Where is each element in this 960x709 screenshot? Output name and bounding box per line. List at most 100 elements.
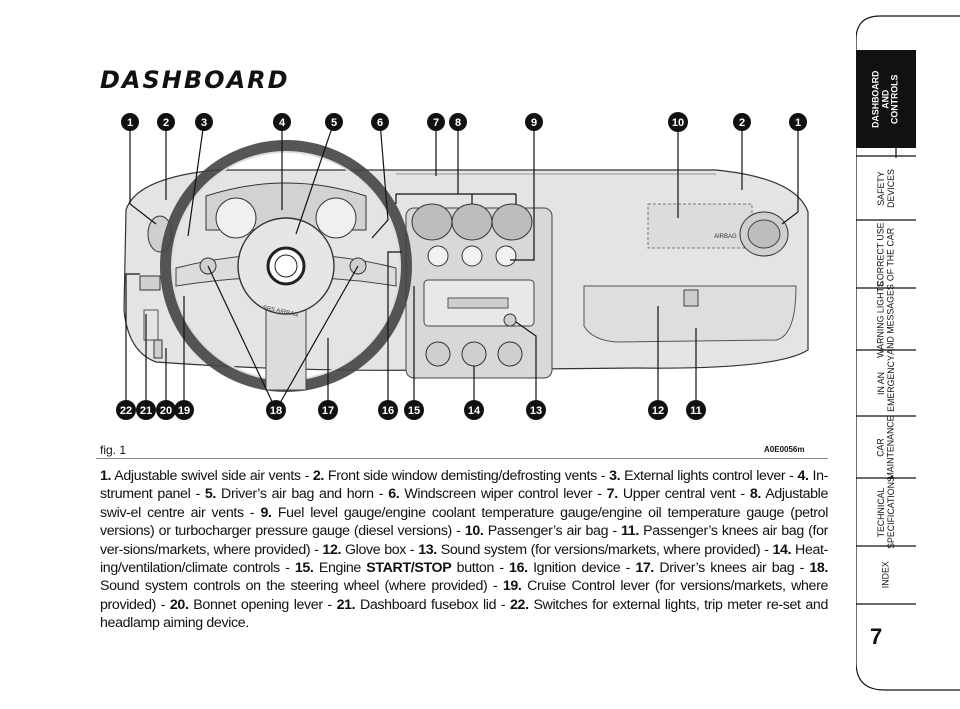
callout-top-9: 9 (525, 113, 543, 131)
tab-car-maintenance[interactable]: CAR MAINTENANCE (856, 414, 916, 480)
legend-text: Adjustable swiv-el centre air vents - (100, 486, 828, 521)
legend-num: 3. (609, 468, 621, 484)
callout-bottom-15: 15 (404, 400, 424, 420)
legend-text: Windscreen wiper control lever - (404, 486, 607, 503)
tab-label: CORRECT USE OF THE CAR (875, 222, 896, 286)
figure-code: A0E0056m (764, 445, 805, 454)
svg-text:11: 11 (690, 405, 702, 417)
tab-label: CAR MAINTENANCE (875, 414, 896, 480)
legend-num: 13. (418, 541, 437, 558)
svg-text:10: 10 (672, 117, 684, 129)
light-switches (139, 275, 161, 291)
callout-bottom-17: 17 (318, 400, 338, 420)
callout-bottom-19: 19 (174, 400, 194, 420)
center-gauges (427, 245, 517, 267)
figure-divider (96, 458, 828, 459)
tab-technical-specifications[interactable]: TECHNICAL SPECIFICATIONS (856, 476, 916, 549)
svg-text:1: 1 (795, 117, 801, 129)
legend-text: Driver’s knees air bag - (659, 560, 810, 577)
climate-controls (425, 341, 523, 367)
legend-text: button - (451, 560, 510, 577)
legend-text: Adjustable swivel side air vents - (114, 468, 313, 484)
callout-top-4: 4 (273, 113, 291, 131)
legend-num: 14. (772, 541, 792, 558)
tab-label: WARNING LIGHTS AND MESSAGES (875, 280, 896, 358)
legend-num: 5. (204, 486, 216, 503)
page-number: 7 (870, 624, 883, 649)
tab-correct-use[interactable]: CORRECT USE OF THE CAR (856, 222, 916, 286)
legend-text: Passenger’s knees air bag (for ver-sions… (100, 523, 829, 558)
legend-num: 12. (322, 541, 342, 558)
legend-num: 11. (621, 523, 639, 540)
tab-safety-devices[interactable]: SAFETY DEVICES (856, 158, 916, 218)
legend-text: Cruise Control lever (for versions/marke… (100, 578, 828, 613)
callout-top-10: 10 (668, 112, 688, 132)
legend-num: 6. (388, 486, 400, 503)
legend-paragraph: 1. Adjustable swivel side air vents - 2.… (100, 467, 828, 633)
callout-bottom-14: 14 (464, 400, 484, 420)
tab-in-an-emergency[interactable]: IN AN EMERGENCY (856, 352, 916, 414)
legend-num: 16. (509, 560, 528, 577)
leader-lines (125, 121, 799, 411)
svg-text:18: 18 (270, 405, 282, 417)
svg-text:13: 13 (530, 405, 542, 417)
dashboard-illustration: AIRBAG SRS AIRBAG (116, 112, 809, 420)
callout-top-6: 6 (371, 113, 389, 131)
airbag-label: AIRBAG (714, 234, 737, 240)
callout-bottom-16: 16 (378, 400, 398, 420)
svg-text:16: 16 (382, 405, 394, 417)
callout-top-8: 8 (449, 113, 467, 131)
svg-text:2: 2 (739, 117, 745, 129)
legend-num: 8. (749, 486, 761, 503)
figure-caption: fig. 1 (100, 443, 127, 457)
legend-text: Sound system (for versions/markets, wher… (440, 541, 773, 558)
legend-text: Ignition device - (533, 560, 636, 577)
svg-text:14: 14 (468, 405, 481, 417)
svg-text:15: 15 (408, 405, 420, 417)
legend-text: Engine (318, 560, 367, 577)
legend-num: 20. (169, 596, 189, 613)
passenger-airbag-panel (647, 203, 753, 249)
svg-text:19: 19 (178, 405, 190, 417)
tab-label: SAFETY DEVICES (875, 168, 896, 208)
legend-text: Upper central vent - (622, 486, 750, 503)
glove-box (583, 285, 797, 343)
legend-text: Fuel level gauge/engine coolant temperat… (100, 504, 828, 540)
callout-top-2-right: 2 (733, 113, 751, 131)
legend-text: Driver’s air bag and horn - (221, 486, 389, 503)
tab-label: INDEX (880, 561, 891, 589)
callout-top-1: 1 (121, 113, 139, 131)
svg-text:3: 3 (201, 117, 207, 129)
legend-text: Front side window demisting/defrosting v… (327, 468, 610, 484)
svg-text:1: 1 (127, 117, 133, 129)
legend-text: Heat-ing/ventilation/climate controls - (100, 541, 828, 577)
legend-text: Sound system controls on the steering wh… (100, 578, 503, 595)
legend-text: Passenger’s air bag - (487, 523, 622, 540)
legend-num: 15. (294, 560, 314, 577)
tab-label: DASHBOARD AND CONTROLS (870, 70, 900, 128)
svg-text:5: 5 (331, 117, 337, 129)
callout-bottom-11: 11 (686, 400, 706, 420)
legend-num: 22. (510, 596, 529, 613)
page-title: DASHBOARD (100, 66, 290, 94)
callout-top-2: 2 (157, 113, 175, 131)
legend-text: Glove box - (345, 541, 419, 558)
tab-dashboard-and-controls[interactable]: DASHBOARD AND CONTROLS (856, 66, 916, 132)
legend-text: In-strument panel - (100, 468, 828, 503)
svg-text:21: 21 (140, 405, 152, 417)
legend-text: Dashboard fusebox lid - (360, 596, 510, 613)
svg-text:2: 2 (163, 117, 169, 129)
callout-bottom-12: 12 (648, 400, 668, 420)
legend-text: Bonnet opening lever - (193, 596, 337, 613)
tab-warning-lights[interactable]: WARNING LIGHTS AND MESSAGES (856, 281, 916, 357)
svg-text:12: 12 (652, 405, 664, 417)
sidebar-frame (856, 15, 960, 691)
legend-num: 18. (809, 560, 829, 577)
alfa-romeo-logo (266, 246, 306, 286)
callout-top-7: 7 (427, 113, 445, 131)
svg-text:22: 22 (120, 405, 132, 417)
svg-text:6: 6 (377, 117, 383, 129)
callout-top-3: 3 (195, 113, 213, 131)
legend-text: Switches for external lights, trip meter… (100, 596, 829, 632)
tab-index[interactable]: INDEX (856, 548, 916, 602)
